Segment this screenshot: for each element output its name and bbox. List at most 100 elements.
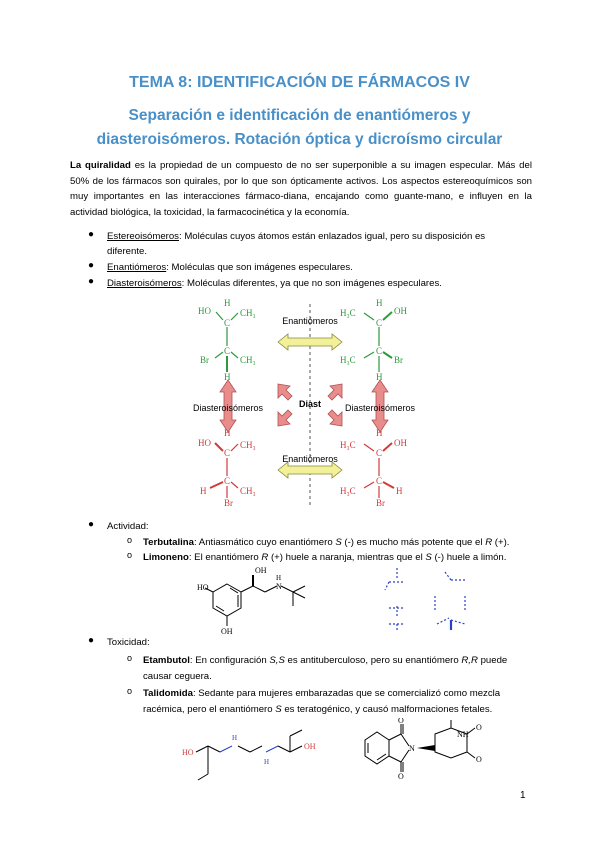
molecule-top-right: H₃C H C OH C H₃C Br H <box>340 298 407 382</box>
atom-label: OH <box>394 306 407 316</box>
stereoisomer-diagram: HO H C CH₃ C Br CH₃ H H₃C H C OH C H₃C B… <box>193 298 416 508</box>
definition-term: Diasteroisómeros <box>107 278 182 289</box>
intro-bold-term: La quiralidad <box>70 160 131 171</box>
definition-text: : Moléculas cuyos átomos están enlazados… <box>178 231 486 242</box>
item-text: : Sedante para mujeres embarazadas que s… <box>192 688 501 699</box>
sub-bullet: o <box>127 550 133 560</box>
atom-label: C <box>376 346 382 356</box>
item-term: Terbutalina <box>143 537 194 548</box>
toxicidad-item-etambutol-cont: causar ceguera. <box>143 671 212 682</box>
atom-label: C <box>224 346 230 356</box>
item-text: : Antiasmático cuyo enantiómero <box>194 537 336 548</box>
atom-label: C <box>376 448 382 458</box>
atom-label: H <box>264 758 269 766</box>
thalidomide-structure: N NH O O O O <box>364 718 482 780</box>
atom-label: N <box>409 744 415 753</box>
molecule-bottom-right: H₃C H C OH C H₃C H Br <box>340 428 407 508</box>
item-italic: R <box>485 537 493 548</box>
item-italic: S <box>425 552 432 563</box>
limonene-structures <box>384 568 466 632</box>
atom-label: H₃C <box>340 308 356 318</box>
item-text: (-) huele a limón. <box>431 552 507 563</box>
definition-enantiomers: Enantiómeros: Moléculas que son imágenes… <box>107 260 353 275</box>
atom-label: H <box>376 298 383 308</box>
atom-label: H <box>224 298 231 308</box>
atom-label: C <box>376 318 382 328</box>
terbutaline-structure: HO OH OH N H <box>197 566 306 636</box>
item-text: (+) huele a naranja, mientras que el <box>268 552 426 563</box>
atom-label: H <box>224 372 231 382</box>
atom-label: C <box>224 318 230 328</box>
toxicidad-item-etambutol: Etambutol: En configuración S,S es antit… <box>143 653 532 668</box>
diastereomer-arrow-left <box>219 379 237 433</box>
sub-bullet: o <box>127 535 133 545</box>
atom-label: H <box>232 734 237 742</box>
page-title: TEMA 8: IDENTIFICACIÓN DE FÁRMACOS IV <box>129 74 470 91</box>
bullet-dot: ● <box>88 229 95 240</box>
item-text: : En configuración <box>189 655 270 666</box>
toxicidad-heading: Toxicidad: <box>107 637 150 648</box>
bullet-dot: ● <box>88 635 95 646</box>
enantiomer-arrow-bottom <box>277 461 343 479</box>
item-italic: R <box>261 552 269 563</box>
item-italic: S <box>335 537 342 548</box>
item-text: es teratogénico, y causó malformaciones … <box>281 704 493 715</box>
atom-label: H <box>224 428 231 438</box>
label-diast-left: Diasteroisómeros <box>193 403 264 413</box>
atom-label: NH <box>457 730 469 739</box>
item-text: : El enantiómero <box>188 552 262 563</box>
atom-label: Br <box>224 498 233 508</box>
toxicidad-item-talidomida: Talidomida: Sedante para mujeres embaraz… <box>143 686 532 701</box>
atom-label: Br <box>200 355 209 365</box>
atom-label: HO <box>182 748 194 757</box>
definition-stereoisomers: Estereoisómeros: Moléculas cuyos átomos … <box>107 229 532 244</box>
atom-label: N <box>276 582 282 591</box>
sub-bullet: o <box>127 653 133 663</box>
label-enantiomers-top: Enantiómeros <box>282 316 338 326</box>
enantiomer-arrow-top <box>277 333 343 351</box>
definition-term: Enantiómeros <box>107 262 167 273</box>
atom-label: OH <box>255 566 267 575</box>
intro-paragraph: La quiralidad es la propiedad de un comp… <box>70 158 532 220</box>
atom-label: H₃C <box>340 440 356 450</box>
diastereomer-cross-arrows <box>277 383 343 427</box>
atom-label: C <box>224 476 230 486</box>
atom-label: O <box>398 772 404 780</box>
subtitle-line-1: Separación e identificación de enantióme… <box>128 107 471 124</box>
atom-label: H <box>200 486 207 496</box>
definition-text: : Moléculas que son imágenes especulares… <box>166 262 353 273</box>
atom-label: H <box>276 574 281 582</box>
toxicidad-item-talidomida-cont: racémica, pero el enantiómero S es terat… <box>143 702 492 717</box>
atom-label: H <box>396 486 403 496</box>
label-diast-center: Diast <box>299 399 321 409</box>
atom-label: OH <box>221 627 233 636</box>
item-italic: S,S <box>269 655 285 666</box>
molecule-top-left: HO H C CH₃ C Br CH₃ H <box>198 298 256 382</box>
sub-bullet: o <box>127 686 133 696</box>
actividad-item-terbutalina: Terbutalina: Antiasmático cuyo enantióme… <box>143 535 509 550</box>
definition-term: Estereoisómeros <box>107 231 179 242</box>
atom-label: O <box>398 718 404 725</box>
item-text: racémica, pero el enantiómero <box>143 704 276 715</box>
definition-text: : Moléculas diferentes, ya que no son im… <box>181 278 442 289</box>
item-text: puede <box>477 655 508 666</box>
atom-label: O <box>476 723 482 732</box>
atom-label: H <box>376 428 383 438</box>
atom-label: HO <box>198 306 211 316</box>
bullet-dot: ● <box>88 519 95 530</box>
atom-label: Br <box>376 498 385 508</box>
atom-label: OH <box>304 742 316 751</box>
atom-label: HO <box>198 438 211 448</box>
actividad-item-limoneno: Limoneno: El enantiómero R (+) huele a n… <box>143 550 506 565</box>
actividad-heading: Actividad: <box>107 521 149 532</box>
intro-text: es la propiedad de un compuesto de no se… <box>70 160 532 218</box>
atom-label: CH₃ <box>240 355 256 365</box>
item-text: (-) es mucho más potente que el <box>341 537 486 548</box>
label-enantiomers-bottom: Enantiómeros <box>282 454 338 464</box>
item-text: es antituberculoso, pero su enantiómero <box>284 655 462 666</box>
atom-label: OH <box>394 438 407 448</box>
page-subtitle: Separación e identificación de enantióme… <box>0 104 599 152</box>
item-term: Talidomida <box>143 688 193 699</box>
atom-label: O <box>476 755 482 764</box>
